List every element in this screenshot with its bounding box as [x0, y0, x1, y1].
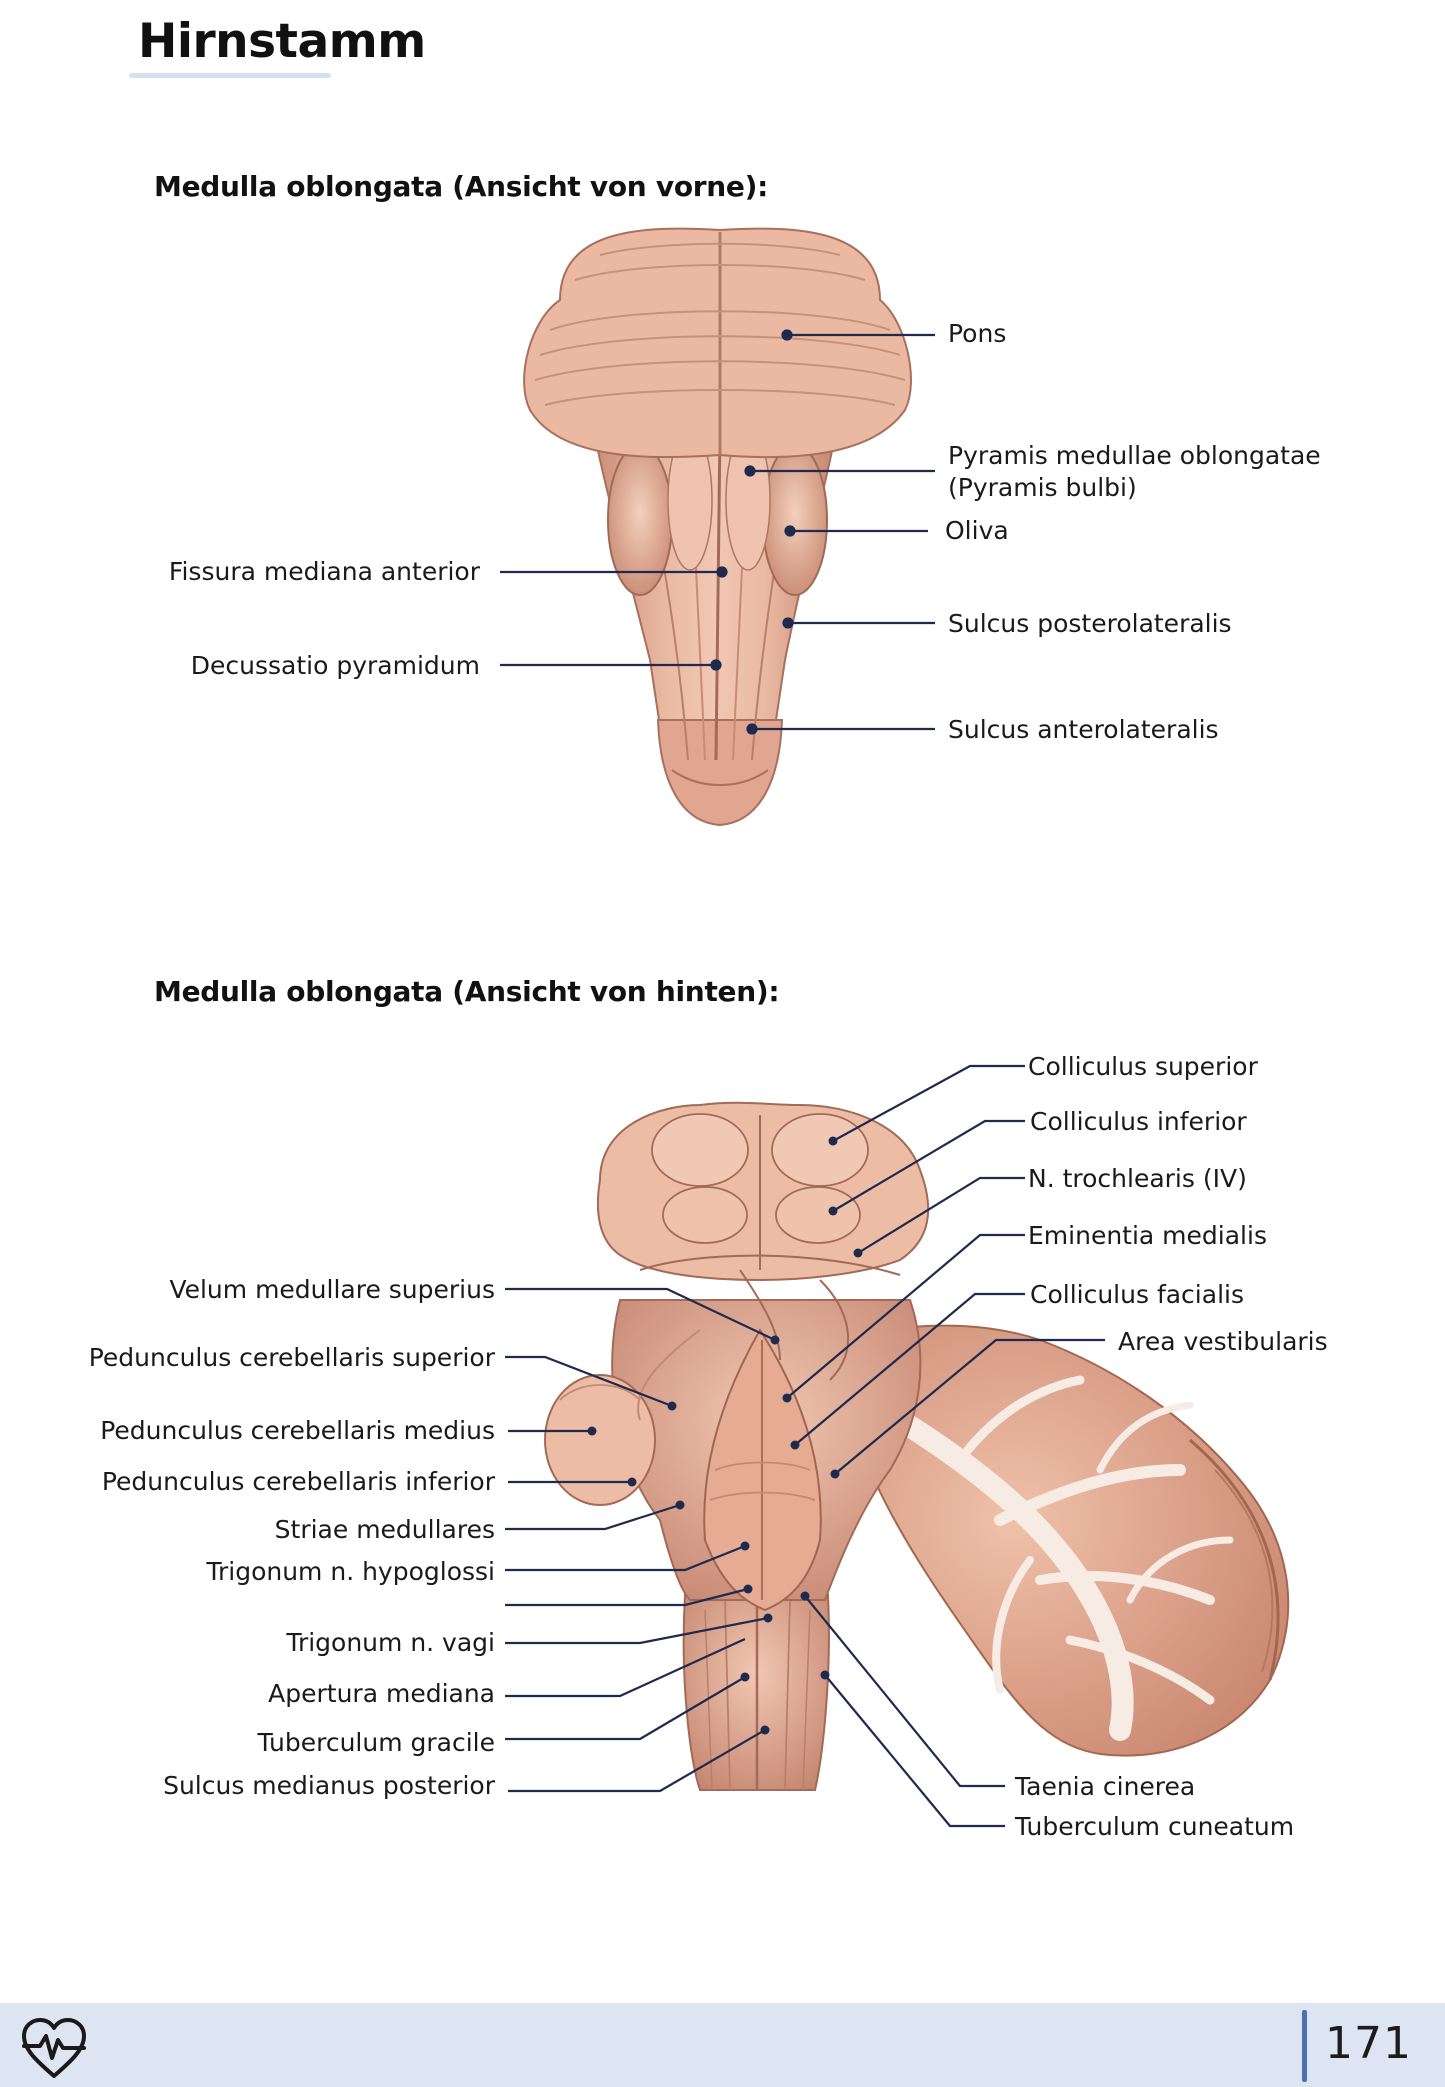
label-tuberculum-cuneatum: Tuberculum cuneatum	[1015, 1812, 1295, 1841]
label-trigonum-n-vagi: Trigonum n. vagi	[286, 1628, 495, 1657]
label-tuberculum-gracile: Tuberculum gracile	[257, 1728, 495, 1757]
back-view-heading: Medulla oblongata (Ansicht von hinten):	[154, 975, 780, 1008]
back-leader-dots	[587, 1136, 863, 1735]
label-fissura-mediana-anterior: Fissura mediana anterior	[168, 557, 480, 586]
label-sulcus-posterolateralis: Sulcus posterolateralis	[948, 609, 1232, 638]
back-leader-lines	[505, 1064, 1105, 1828]
label-pons: Pons	[948, 319, 1007, 348]
label-colliculus-inferior: Colliculus inferior	[1030, 1107, 1247, 1136]
label-oliva: Oliva	[945, 516, 1009, 545]
footer-divider	[1302, 2010, 1307, 2082]
label-sulcus-medianus-posterior: Sulcus medianus posterior	[163, 1771, 495, 1800]
label-striae-medullares: Striae medullares	[274, 1515, 495, 1544]
brainstem-posterior	[544, 1101, 930, 1791]
front-leader-lines	[500, 329, 935, 735]
label-area-vestibularis: Area vestibularis	[1118, 1327, 1328, 1356]
label-velum-medullare-superius: Velum medullare superius	[169, 1275, 495, 1304]
brainstem-posterior-illustration	[505, 1064, 1290, 1828]
label-eminentia-medialis: Eminentia medialis	[1028, 1221, 1267, 1250]
title-underline	[129, 73, 331, 78]
label-colliculus-facialis: Colliculus facialis	[1030, 1280, 1244, 1309]
label-pedunculus-cerebellaris-medius: Pedunculus cerebellaris medius	[100, 1416, 495, 1445]
label-apertura-mediana: Apertura mediana	[268, 1679, 495, 1708]
label-pyramis-line1: Pyramis medullae oblongatae	[948, 441, 1321, 470]
label-colliculus-superior: Colliculus superior	[1028, 1052, 1258, 1081]
page-footer	[0, 2003, 1445, 2087]
medulla-front	[588, 409, 842, 827]
cerebellum-section	[828, 1324, 1290, 1757]
brainstem-anterior-illustration	[500, 227, 935, 827]
label-n-trochlearis: N. trochlearis (IV)	[1028, 1164, 1247, 1193]
label-sulcus-anterolateralis: Sulcus anterolateralis	[948, 715, 1219, 744]
label-taenia-cinerea: Taenia cinerea	[1015, 1772, 1196, 1801]
heart-pulse-icon	[22, 2018, 86, 2078]
page-title: Hirnstamm	[138, 14, 426, 69]
label-trigonum-n-hypoglossi: Trigonum n. hypoglossi	[206, 1557, 495, 1586]
page-number: 171	[1325, 2018, 1412, 2069]
label-pedunculus-cerebellaris-inferior: Pedunculus cerebellaris inferior	[101, 1467, 495, 1496]
front-view-heading: Medulla oblongata (Ansicht von vorne):	[154, 170, 768, 203]
label-pedunculus-cerebellaris-superior: Pedunculus cerebellaris superior	[88, 1343, 495, 1372]
label-decussatio-pyramidum: Decussatio pyramidum	[190, 651, 480, 680]
label-pyramis-line2: (Pyramis bulbi)	[948, 473, 1137, 502]
pons-front	[523, 227, 912, 459]
